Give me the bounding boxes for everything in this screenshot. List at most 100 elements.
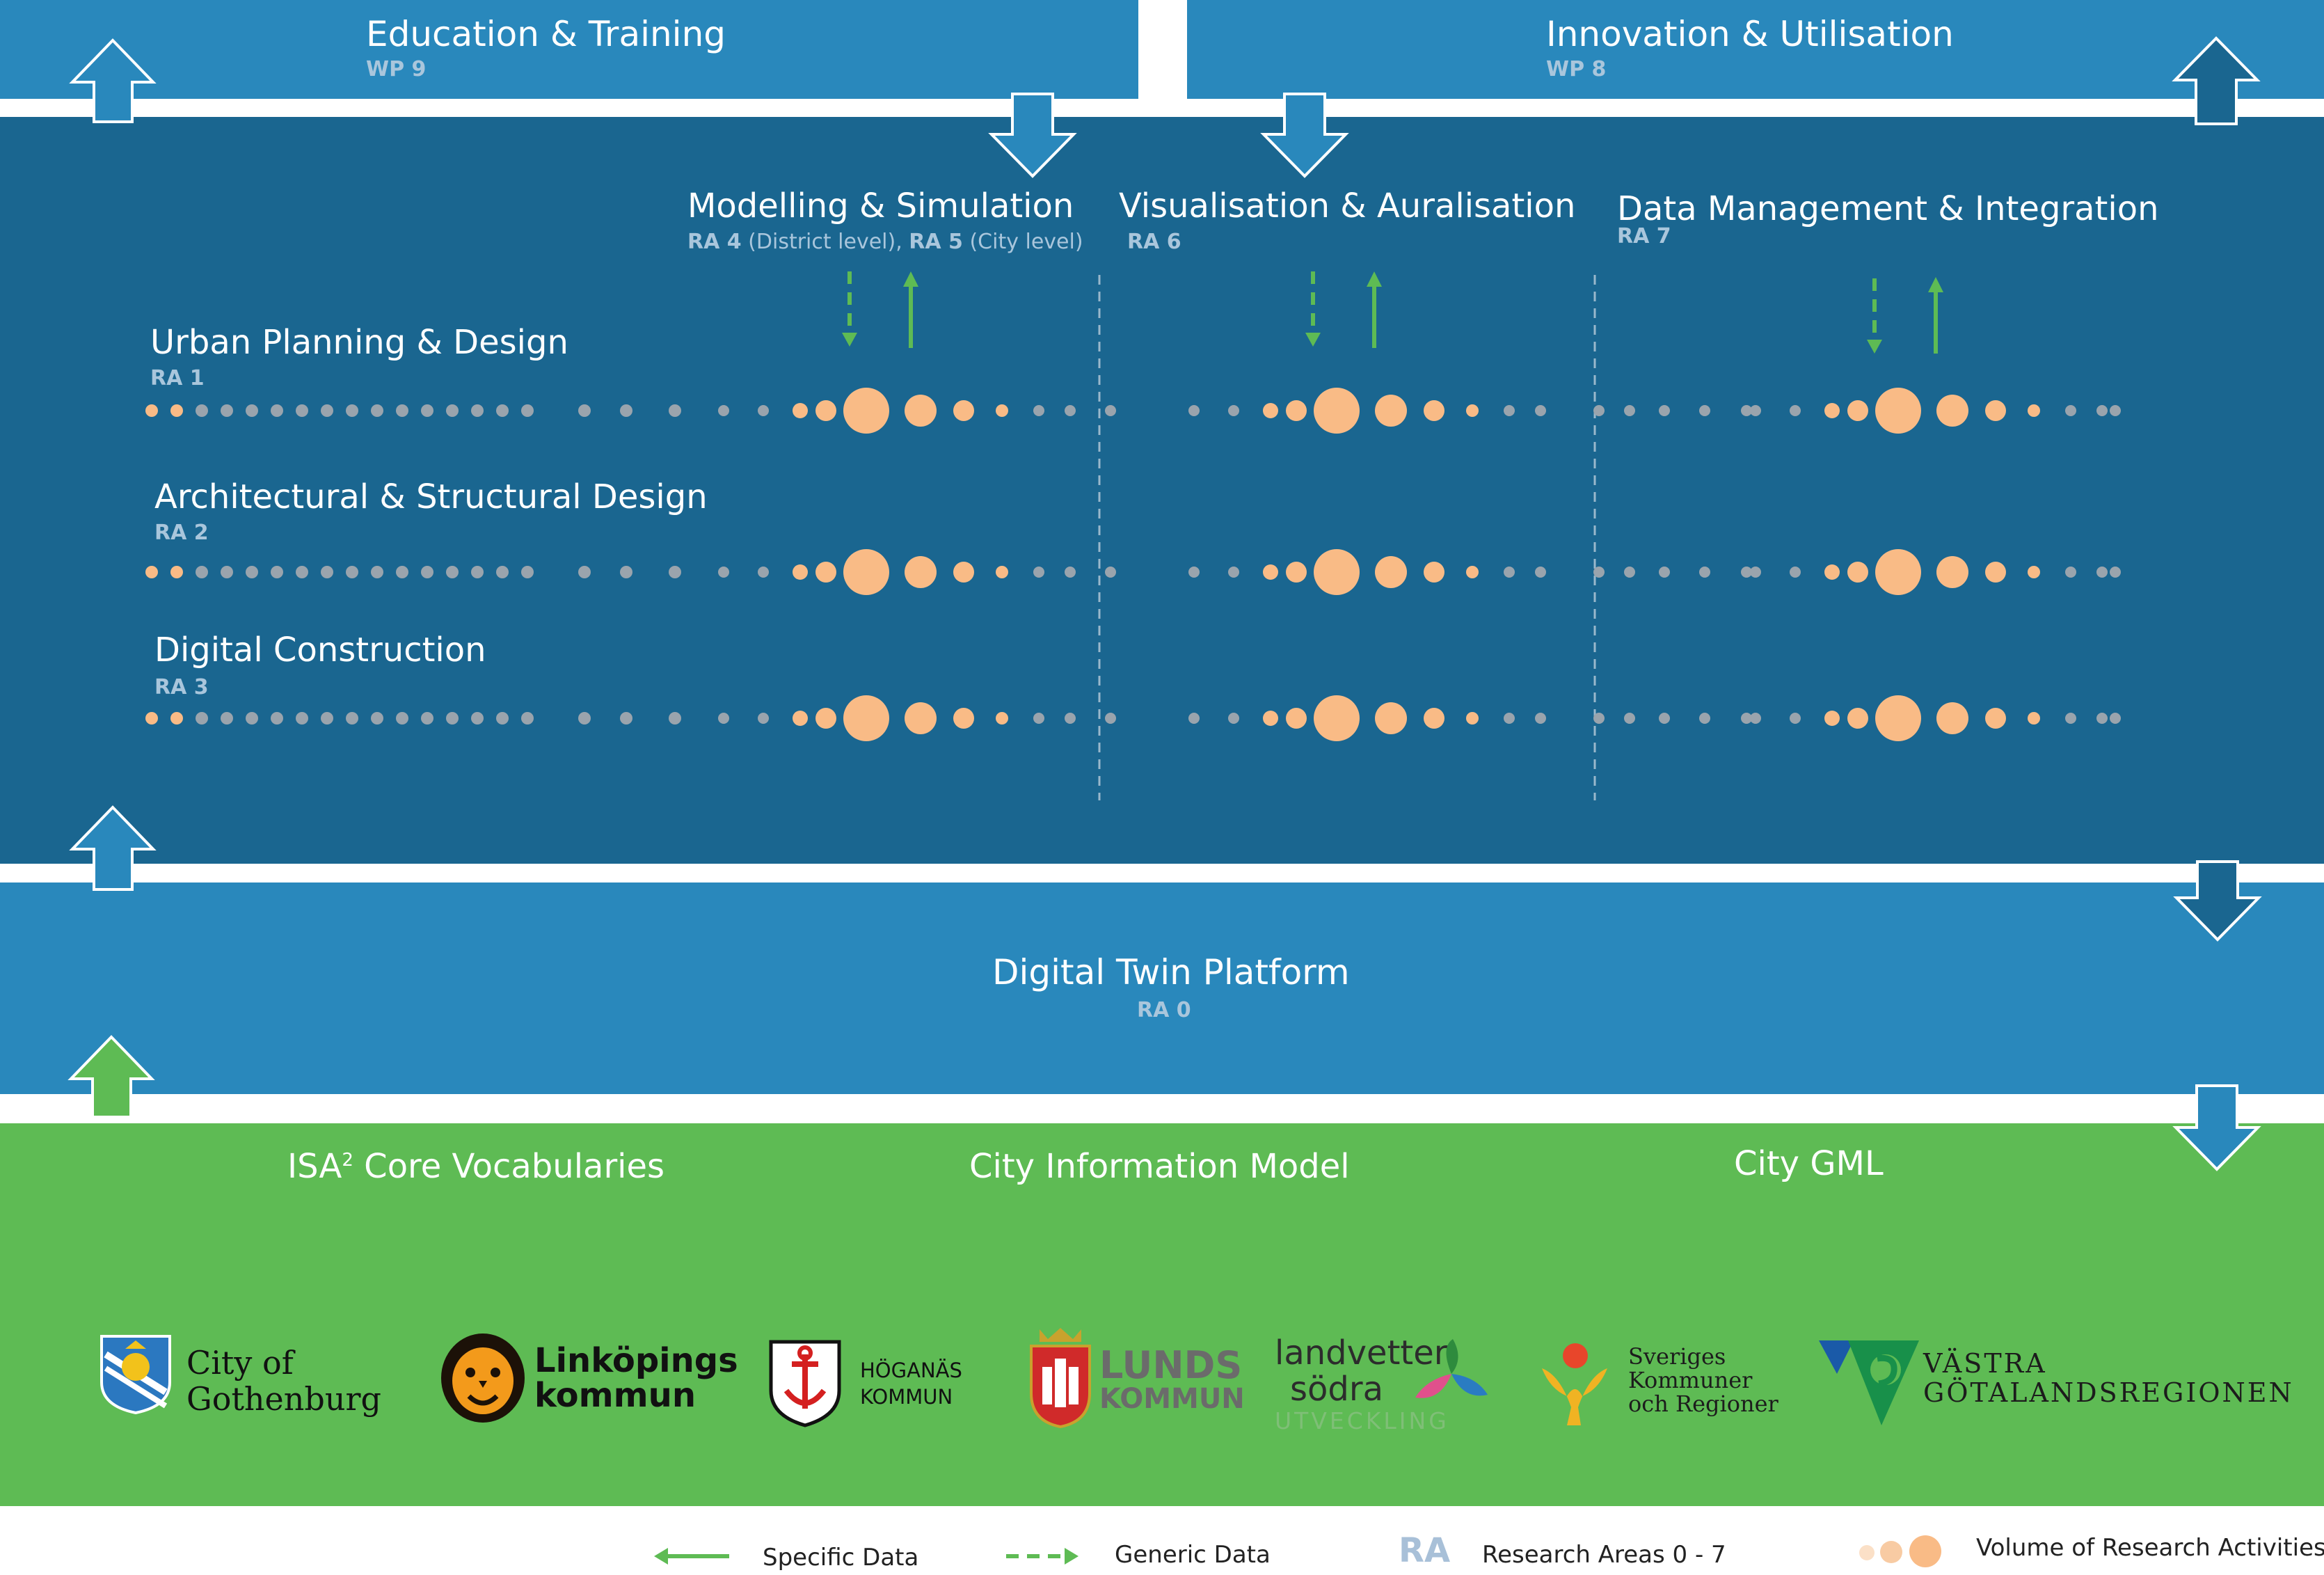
specific-data-arrow-icon xyxy=(1367,271,1382,287)
activity-dot-row-3 xyxy=(1659,713,1670,724)
activity-dot-row-1 xyxy=(620,404,632,417)
activity-dot-row-1 xyxy=(1624,405,1635,416)
foundation-band xyxy=(0,1123,2324,1506)
activity-dot-row-2 xyxy=(718,567,729,578)
activity-dot-row-1 xyxy=(815,400,836,421)
activity-dot-row-3 xyxy=(446,712,459,725)
activity-dot-row-1 xyxy=(1314,388,1360,434)
activity-dot-row-1 xyxy=(1424,400,1444,421)
education-band xyxy=(0,0,1138,99)
activity-dot-row-3 xyxy=(843,695,889,741)
vgr-logo-icon xyxy=(1819,1340,1919,1425)
activity-dot-row-2 xyxy=(1750,567,1761,578)
activity-dot-row-3 xyxy=(815,708,836,729)
activity-dot-row-1 xyxy=(718,405,729,416)
activity-dot-row-3 xyxy=(1936,702,1968,734)
activity-dot-row-3 xyxy=(1424,708,1444,729)
activity-dot-row-3 xyxy=(1375,702,1407,734)
activity-dot-row-1 xyxy=(271,404,283,417)
row-sub-architectural: RA 2 xyxy=(154,521,209,545)
column-sub-data-management: RA 7 xyxy=(1617,224,1671,248)
activity-dot-row-1 xyxy=(471,404,484,417)
activity-dot-row-2 xyxy=(1466,566,1479,578)
activity-dot-row-1 xyxy=(1936,395,1968,427)
isa-vocabularies: ISA2 Core Vocabularies xyxy=(287,1147,665,1186)
activity-dot-row-1 xyxy=(843,388,889,434)
activity-dot-row-1 xyxy=(2110,405,2121,416)
legend-volume-dot-medium xyxy=(1880,1541,1902,1563)
activity-dot-row-2 xyxy=(1375,556,1407,588)
activity-dot-row-3 xyxy=(758,713,769,724)
activity-dot-row-3 xyxy=(905,702,937,734)
activity-dot-row-3 xyxy=(953,708,974,729)
activity-dot-row-1 xyxy=(1504,405,1515,416)
innovation-wp: WP 8 xyxy=(1546,57,1607,81)
specific-data-arrow-icon xyxy=(903,271,918,287)
activity-dot-row-1 xyxy=(421,404,433,417)
activity-dot-row-2 xyxy=(1875,549,1921,595)
column-title-data-management: Data Management & Integration xyxy=(1617,189,2159,228)
activity-dot-row-1 xyxy=(1750,405,1761,416)
activity-dot-row-3 xyxy=(1624,713,1635,724)
column-sub-modelling: RA 4 (District level), RA 5 (City level) xyxy=(687,230,1083,254)
up-arrow-icon xyxy=(69,38,157,123)
activity-dot-row-3 xyxy=(521,712,534,725)
activity-dot-row-1 xyxy=(1228,405,1239,416)
activity-dot-row-2 xyxy=(1790,567,1801,578)
platform-band xyxy=(0,883,2324,1094)
activity-dot-row-1 xyxy=(669,404,681,417)
activity-dot-row-1 xyxy=(371,404,383,417)
row-sub-urban-planning: RA 1 xyxy=(150,366,205,390)
activity-dot-row-2 xyxy=(1741,567,1752,578)
activity-dot-row-1 xyxy=(145,404,158,417)
activity-dot-row-3 xyxy=(1228,713,1239,724)
activity-dot-row-2 xyxy=(758,567,769,578)
activity-dot-row-1 xyxy=(446,404,459,417)
activity-dot-row-1 xyxy=(170,404,183,417)
activity-dot-row-2 xyxy=(620,566,632,578)
up-arrow-icon xyxy=(2172,36,2261,125)
activity-dot-row-2 xyxy=(221,566,233,578)
activity-dot-row-1 xyxy=(221,404,233,417)
innovation-band xyxy=(1187,0,2324,99)
activity-dot-row-3 xyxy=(421,712,433,725)
activity-dot-row-3 xyxy=(496,712,509,725)
activity-dot-row-3 xyxy=(1750,713,1761,724)
activity-dot-row-1 xyxy=(1790,405,1801,416)
activity-dot-row-3 xyxy=(2028,712,2040,725)
activity-dot-row-3 xyxy=(246,712,258,725)
activity-dot-row-2 xyxy=(843,549,889,595)
activity-dot-row-2 xyxy=(2110,567,2121,578)
activity-dot-row-2 xyxy=(271,566,283,578)
activity-dot-row-1 xyxy=(1466,404,1479,417)
down-arrow-icon xyxy=(2173,860,2262,942)
activity-dot-row-2 xyxy=(815,562,836,583)
activity-dot-row-3 xyxy=(221,712,233,725)
activity-dot-row-3 xyxy=(620,712,632,725)
activity-dot-row-3 xyxy=(471,712,484,725)
activity-dot-row-2 xyxy=(1699,567,1710,578)
column-sub-visualisation: RA 6 xyxy=(1127,230,1181,254)
activity-dot-row-1 xyxy=(905,395,937,427)
activity-dot-row-2 xyxy=(145,566,158,578)
activity-dot-row-3 xyxy=(578,712,591,725)
activity-dot-row-2 xyxy=(2028,566,2040,578)
education-title: Education & Training xyxy=(366,14,726,54)
activity-dot-row-3 xyxy=(1985,708,2006,729)
legend-specific-data: Specific Data xyxy=(763,1544,919,1572)
city-information-model: City Information Model xyxy=(969,1147,1350,1186)
activity-dot-row-2 xyxy=(196,566,208,578)
activity-dot-row-1 xyxy=(2028,404,2040,417)
green-up-arrow-icon xyxy=(67,1035,155,1118)
generic-data-arrow-icon xyxy=(842,333,857,347)
activity-dot-row-2 xyxy=(669,566,681,578)
activity-dot-row-1 xyxy=(321,404,333,417)
innovation-title: Innovation & Utilisation xyxy=(1546,14,1954,54)
activity-dot-row-3 xyxy=(321,712,333,725)
row-sub-digital-construction: RA 3 xyxy=(154,675,209,699)
legend-research-areas: Research Areas 0 - 7 xyxy=(1482,1541,1726,1569)
specific-data-legend-arrow-icon xyxy=(654,1548,668,1565)
activity-dot-row-1 xyxy=(496,404,509,417)
